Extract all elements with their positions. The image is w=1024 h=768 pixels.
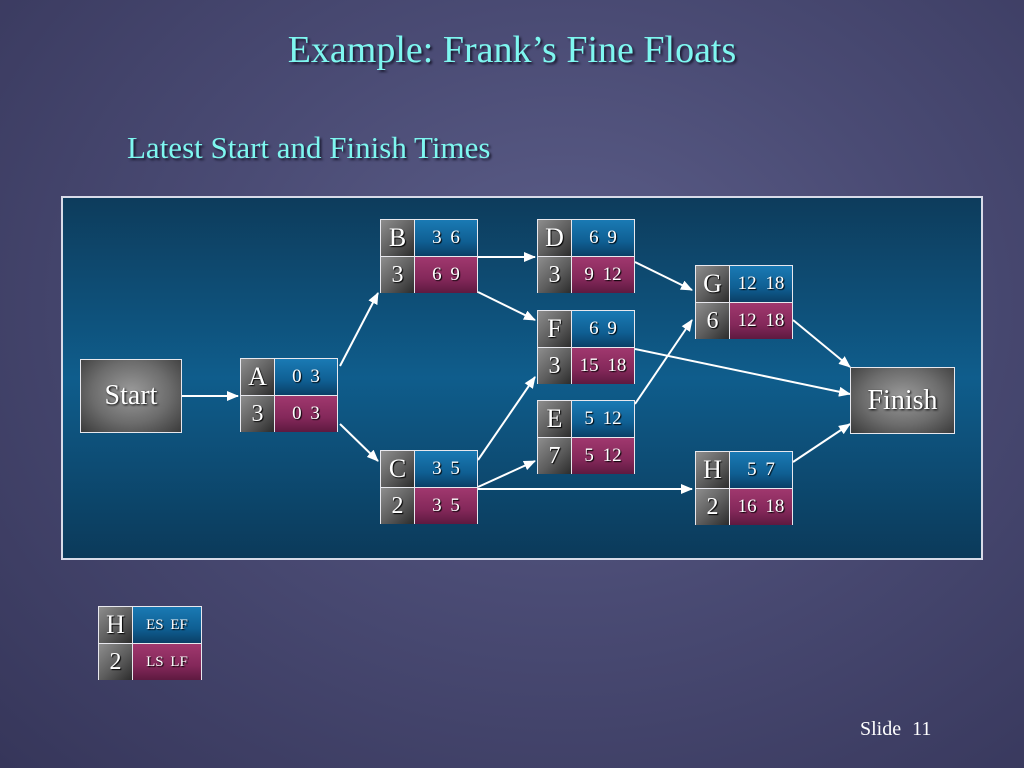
activity-letter: H	[696, 452, 730, 489]
activity-node-h: H 5 7 2 16 18	[695, 451, 793, 525]
late-times: 5 12	[572, 438, 634, 474]
activity-duration: 3	[241, 396, 275, 432]
activity-letter: E	[538, 401, 572, 438]
activity-node-b: B 3 6 3 6 9	[380, 219, 478, 293]
slide-subtitle: Latest Start and Finish Times	[127, 130, 491, 165]
late-times: 16 18	[730, 489, 792, 525]
slide-number: Slide 11	[860, 718, 931, 741]
legend-late-labels: LS LF	[133, 644, 201, 680]
start-node: Start	[80, 359, 182, 433]
late-times: 12 18	[730, 303, 792, 339]
legend-early-labels: ES EF	[133, 607, 201, 644]
activity-node-d: D 6 9 3 9 12	[537, 219, 635, 293]
activity-letter: F	[538, 311, 572, 348]
early-times: 3 5	[415, 451, 477, 488]
activity-duration: 3	[381, 257, 415, 293]
early-times: 5 12	[572, 401, 634, 438]
activity-duration: 3	[538, 257, 572, 293]
late-times: 0 3	[275, 396, 337, 432]
early-times: 3 6	[415, 220, 477, 257]
early-times: 6 9	[572, 220, 634, 257]
activity-duration: 2	[696, 489, 730, 525]
slide-number-value: 11	[912, 718, 932, 740]
slide-label: Slide	[860, 718, 902, 740]
late-times: 6 9	[415, 257, 477, 293]
activity-node-g: G 12 18 6 12 18	[695, 265, 793, 339]
activity-letter: A	[241, 359, 275, 396]
legend-letter: H	[99, 607, 133, 644]
activity-letter: G	[696, 266, 730, 303]
activity-duration: 7	[538, 438, 572, 474]
early-times: 0 3	[275, 359, 337, 396]
activity-node-a: A 0 3 3 0 3	[240, 358, 338, 432]
activity-letter: C	[381, 451, 415, 488]
activity-duration: 3	[538, 348, 572, 384]
late-times: 15 18	[572, 348, 634, 384]
finish-node: Finish	[850, 367, 955, 434]
activity-node-e: E 5 12 7 5 12	[537, 400, 635, 474]
network-diagram-panel	[61, 196, 983, 560]
slide-title: Example: Frank’s Fine Floats	[287, 29, 737, 71]
activity-duration: 6	[696, 303, 730, 339]
legend-duration: 2	[99, 644, 133, 680]
activity-node-f: F 6 9 3 15 18	[537, 310, 635, 384]
early-times: 5 7	[730, 452, 792, 489]
late-times: 9 12	[572, 257, 634, 293]
activity-node-c: C 3 5 2 3 5	[380, 450, 478, 524]
early-times: 12 18	[730, 266, 792, 303]
early-times: 6 9	[572, 311, 634, 348]
activity-duration: 2	[381, 488, 415, 524]
late-times: 3 5	[415, 488, 477, 524]
activity-letter: B	[381, 220, 415, 257]
legend-node: H ES EF 2 LS LF	[98, 606, 202, 680]
activity-letter: D	[538, 220, 572, 257]
